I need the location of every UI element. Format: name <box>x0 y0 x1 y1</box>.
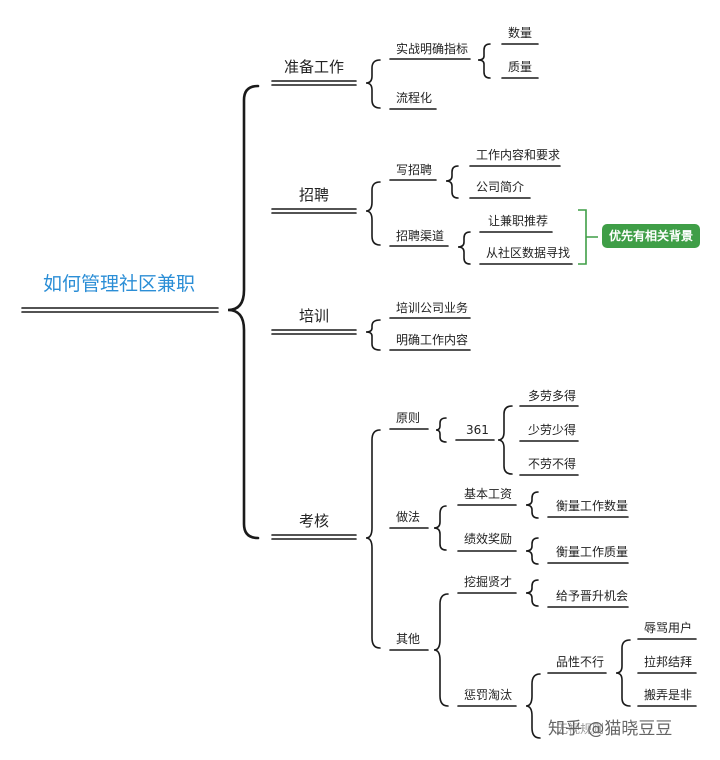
node-partial-hidden: 无视规则 <box>556 722 605 736</box>
node-talent: 挖掘贤才 <box>464 575 513 589</box>
node-361: 361 <box>466 423 489 437</box>
node-method: 做法 <box>396 510 421 524</box>
branch-prepare: 准备工作 <box>284 58 345 76</box>
branch-recruit: 招聘 <box>299 186 330 204</box>
node-channels: 招聘渠道 <box>396 229 445 243</box>
branch-assess: 考核 <box>299 512 330 530</box>
node-referral: 让兼职推荐 <box>488 214 549 228</box>
node-clique: 拉邦结拜 <box>644 655 693 669</box>
priority-bracket <box>578 209 598 265</box>
node-bad-conduct: 品性不行 <box>556 655 605 669</box>
node-base-pay: 基本工资 <box>464 487 513 501</box>
node-quantity: 数量 <box>508 26 533 40</box>
branch-train: 培训 <box>299 307 330 325</box>
node-less-work: 少劳少得 <box>528 423 577 437</box>
node-gossip: 搬弄是非 <box>644 688 693 702</box>
root-topic: 如何管理社区兼职 <box>43 273 196 295</box>
node-quality: 质量 <box>508 60 533 74</box>
node-bonus: 绩效奖励 <box>464 532 513 546</box>
node-community-data: 从社区数据寻找 <box>486 246 571 260</box>
node-combat-target: 实战明确指标 <box>396 42 469 56</box>
main-brace <box>227 84 260 540</box>
node-train-content: 明确工作内容 <box>396 333 469 347</box>
node-insult: 辱骂用户 <box>644 621 693 635</box>
node-process: 流程化 <box>396 91 433 105</box>
node-other: 其他 <box>396 632 421 646</box>
priority-note-badge: 优先有相关背景 <box>602 224 700 248</box>
node-train-business: 培训公司业务 <box>396 301 469 315</box>
node-company-intro: 公司简介 <box>476 180 525 194</box>
node-write-ad: 写招聘 <box>396 163 433 177</box>
node-eliminate: 惩罚淘汰 <box>464 688 513 702</box>
node-promotion: 给予晋升机会 <box>556 589 629 603</box>
node-measure-qlt: 衡量工作质量 <box>556 545 629 559</box>
node-principle: 原则 <box>396 411 421 425</box>
node-measure-qty: 衡量工作数量 <box>556 499 629 513</box>
node-no-work: 不劳不得 <box>528 457 577 471</box>
node-more-work: 多劳多得 <box>528 389 577 403</box>
watermark: 知乎 @猫晓豆豆 <box>548 719 673 739</box>
node-work-req: 工作内容和要求 <box>476 148 561 162</box>
